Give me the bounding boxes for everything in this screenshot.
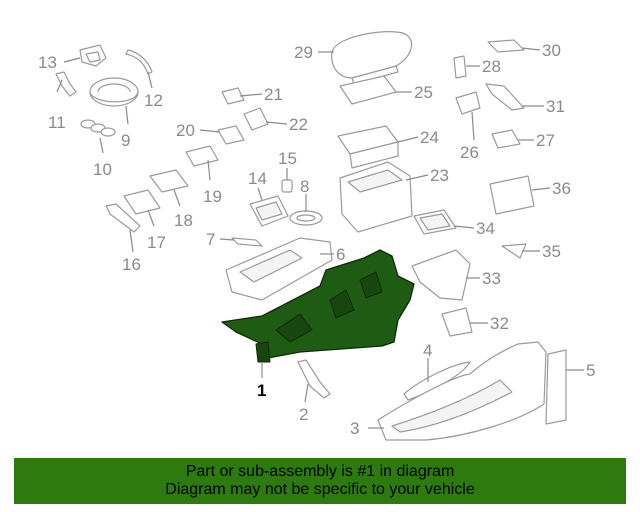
part-26 bbox=[455, 91, 481, 115]
part-27 bbox=[491, 129, 521, 149]
part-10 bbox=[80, 119, 116, 137]
part-16 bbox=[105, 203, 141, 233]
callout-17: 17 bbox=[147, 233, 166, 252]
callout-28: 28 bbox=[482, 57, 501, 76]
part-24 bbox=[337, 125, 399, 169]
part-13 bbox=[79, 44, 107, 67]
callout-15: 15 bbox=[278, 149, 297, 168]
callout-29: 29 bbox=[294, 43, 313, 62]
callout-18: 18 bbox=[174, 211, 193, 230]
callout-13: 13 bbox=[38, 53, 57, 72]
part-2 bbox=[297, 359, 331, 399]
part-29 bbox=[331, 31, 413, 85]
part-20 bbox=[217, 125, 245, 145]
part-1-highlighted bbox=[221, 249, 415, 363]
part-30 bbox=[487, 39, 525, 53]
callout-2: 2 bbox=[299, 405, 308, 424]
callout-36: 36 bbox=[552, 179, 571, 198]
part-34 bbox=[413, 209, 457, 235]
callout-33: 33 bbox=[482, 269, 501, 288]
callout-34: 34 bbox=[476, 219, 495, 238]
parts-diagram: 13 11 12 9 10 29 25 21 22 20 19 18 17 16… bbox=[38, 31, 595, 441]
part-8 bbox=[289, 210, 323, 226]
part-21 bbox=[221, 87, 245, 105]
callout-11: 11 bbox=[48, 113, 66, 132]
part-14 bbox=[249, 195, 289, 227]
part-5 bbox=[545, 349, 567, 425]
callout-32: 32 bbox=[490, 314, 509, 333]
callout-16: 16 bbox=[122, 255, 141, 274]
banner-line-2: Diagram may not be specific to your vehi… bbox=[165, 481, 475, 498]
callout-22: 22 bbox=[289, 115, 308, 134]
callout-24: 24 bbox=[420, 128, 439, 147]
part-17 bbox=[123, 189, 161, 215]
part-23 bbox=[339, 161, 413, 233]
info-banner: Part or sub-assembly is #1 in diagram Di… bbox=[14, 458, 626, 504]
callout-20: 20 bbox=[176, 121, 195, 140]
callout-19: 19 bbox=[203, 187, 222, 206]
leader-lines bbox=[56, 47, 584, 429]
part-18 bbox=[149, 169, 189, 193]
part-11 bbox=[55, 71, 77, 97]
part-36 bbox=[489, 175, 535, 215]
callout-3: 3 bbox=[350, 419, 359, 438]
callout-9: 9 bbox=[121, 131, 130, 150]
part-15 bbox=[281, 179, 293, 193]
part-33 bbox=[411, 249, 471, 301]
callout-26: 26 bbox=[460, 143, 479, 162]
callout-4: 4 bbox=[423, 341, 432, 360]
callout-31: 31 bbox=[546, 97, 565, 116]
callout-30: 30 bbox=[542, 41, 561, 60]
callout-27: 27 bbox=[536, 131, 555, 150]
callout-10: 10 bbox=[93, 160, 112, 179]
callout-5: 5 bbox=[586, 361, 595, 380]
callout-labels: 13 11 12 9 10 29 25 21 22 20 19 18 17 16… bbox=[38, 41, 595, 438]
callout-7: 7 bbox=[206, 230, 215, 249]
callout-35: 35 bbox=[542, 242, 561, 261]
callout-14: 14 bbox=[248, 169, 267, 188]
callout-23: 23 bbox=[430, 166, 449, 185]
part-31 bbox=[485, 83, 525, 111]
callout-1: 1 bbox=[257, 381, 266, 400]
callout-8: 8 bbox=[300, 177, 309, 196]
callout-25: 25 bbox=[414, 83, 433, 102]
part-3 bbox=[377, 341, 547, 441]
callout-12: 12 bbox=[144, 91, 163, 110]
callout-6: 6 bbox=[336, 245, 345, 264]
part-6 bbox=[225, 237, 333, 301]
part-19 bbox=[185, 145, 219, 167]
banner-line-1: Part or sub-assembly is #1 in diagram bbox=[185, 463, 455, 480]
part-22 bbox=[243, 107, 269, 131]
callout-21: 21 bbox=[264, 85, 283, 104]
part-25 bbox=[339, 75, 397, 105]
part-7 bbox=[231, 237, 263, 247]
part-9 bbox=[89, 77, 139, 107]
part-28 bbox=[453, 55, 467, 79]
part-12 bbox=[125, 49, 153, 75]
part-32 bbox=[441, 307, 473, 337]
